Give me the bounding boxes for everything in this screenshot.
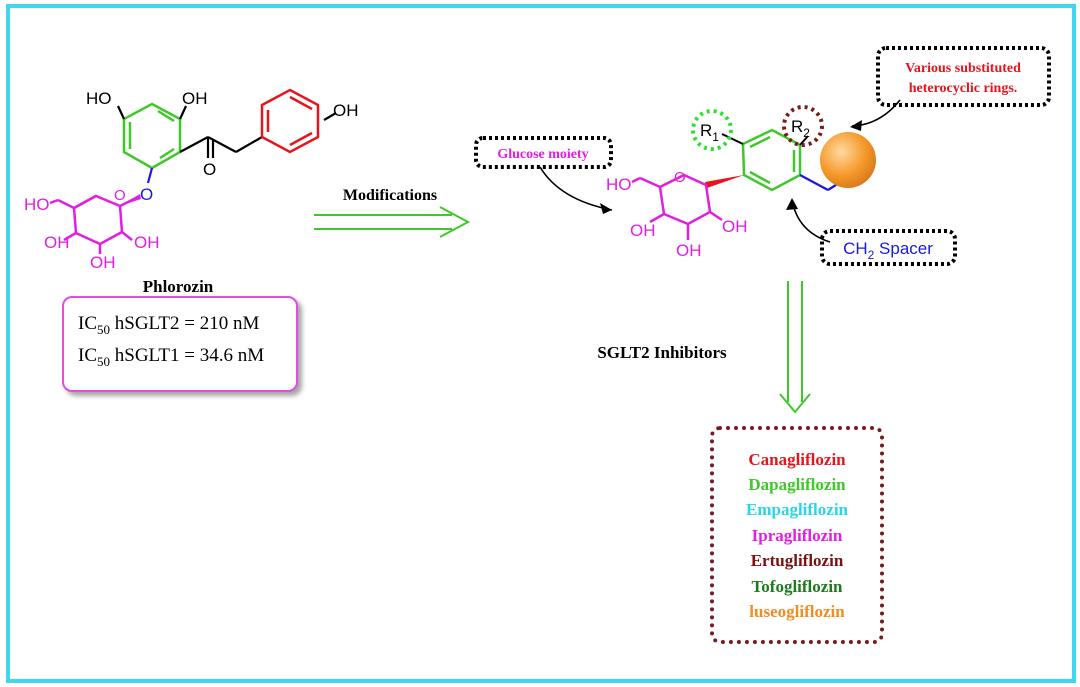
phlorozin-ketone-o: O xyxy=(203,160,216,179)
sglt2-inhibitors-label: SGLT2 Inhibitors xyxy=(597,343,727,362)
heterocycle-callout xyxy=(876,46,1051,107)
phlorozin-glycoside-o: O xyxy=(140,185,153,204)
phlorozin-structure: HO OH OH O O O HO OH OH OH Phlorozin xyxy=(24,88,359,296)
drug-item: luseogliflozin xyxy=(749,602,845,621)
phlorozin-oh-c2: OH xyxy=(134,233,160,252)
drug-item: Empagliflozin xyxy=(745,500,848,519)
heterocycle-label-line2: heterocyclic rings. xyxy=(909,81,1018,96)
scaffold-r1: R1 xyxy=(700,121,719,144)
phlorozin-oh-phenol: OH xyxy=(333,101,359,120)
scaffold-oh-c3: OH xyxy=(676,241,702,260)
scaffold-r2: R2 xyxy=(791,117,810,140)
modifications-label: Modifications xyxy=(343,187,437,204)
diagram-frame xyxy=(6,4,1076,683)
drug-item: Tofogliflozin xyxy=(751,577,843,596)
drug-item: Ipragliflozin xyxy=(751,526,843,545)
phlorozin-oh-top: OH xyxy=(182,89,208,108)
scaffold-oh-c4: OH xyxy=(630,221,656,240)
scaffold-ho: HO xyxy=(606,175,632,194)
spacer-callout xyxy=(820,229,957,266)
heterocycle-orb xyxy=(820,132,876,188)
glucose-moiety-label: Glucose moiety xyxy=(497,147,588,162)
drug-item: Ertugliflozin xyxy=(750,551,844,570)
phlorozin-ring-o: O xyxy=(114,187,126,204)
modifications-arrow xyxy=(314,206,471,238)
drug-item: Dapagliflozin xyxy=(748,475,846,494)
r1-highlight-circle xyxy=(691,109,733,151)
sglt2-scaffold: O HO OH OH OH R1 R2 xyxy=(606,105,876,260)
scaffold-oh-c2: OH xyxy=(722,217,748,236)
phlorozin-ho-left: HO xyxy=(86,89,112,108)
phlorozin-oh-c4: OH xyxy=(44,233,70,252)
drug-item: Canagliflozin xyxy=(748,450,846,469)
phlorozin-name: Phlorozin xyxy=(143,277,214,296)
phlorozin-oh-c3: OH xyxy=(90,253,116,272)
sglt2-arrow xyxy=(779,281,811,414)
heterocycle-label-line1: Various substituted xyxy=(905,61,1021,76)
drug-list-box: Canagliflozin Dapagliflozin Empagliflozi… xyxy=(710,426,884,644)
glucose-moiety-callout xyxy=(474,136,613,169)
scaffold-ring-o: O xyxy=(674,169,686,186)
phlorozin-ho-ring: HO xyxy=(24,195,50,214)
r2-highlight-circle xyxy=(782,105,824,147)
ic50-box: IC50 hSGLT2 = 210 nM IC50 hSGLT1 = 34.6 … xyxy=(62,296,298,392)
spacer-label: CH2 Spacer xyxy=(843,239,933,262)
ic50-hsglt1: IC50 hSGLT1 = 34.6 nM xyxy=(78,345,265,369)
ic50-hsglt2: IC50 hSGLT2 = 210 nM xyxy=(78,313,260,337)
